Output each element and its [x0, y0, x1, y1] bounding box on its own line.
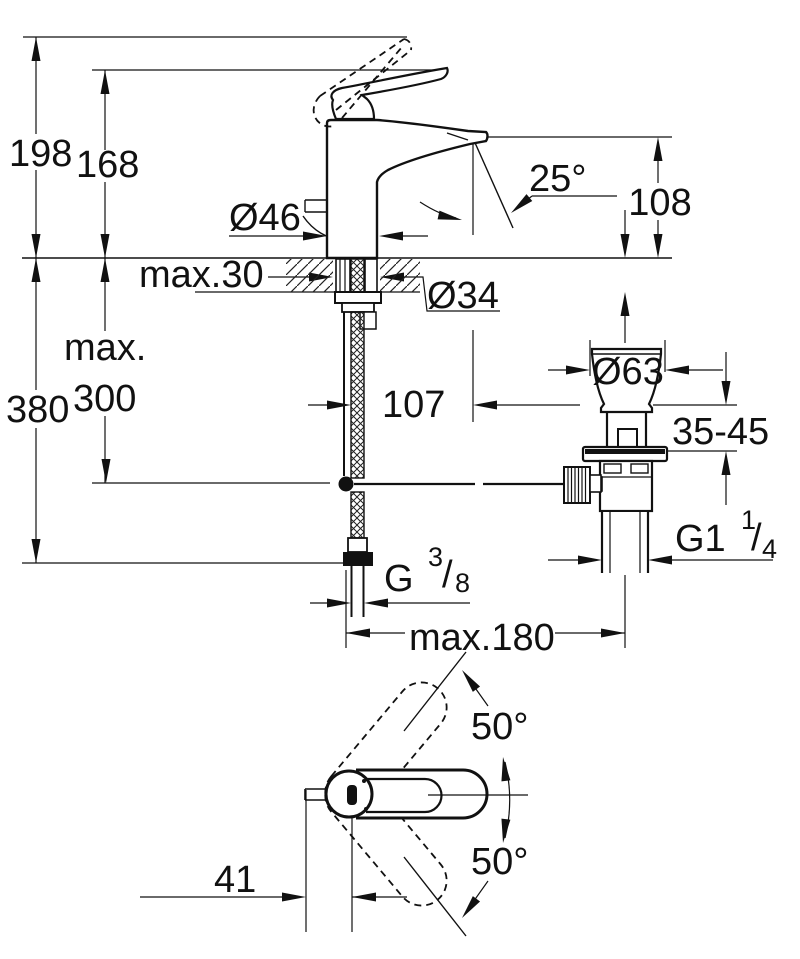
dim-swing-up: 50°: [471, 706, 528, 748]
faucet-body-outline: [325, 118, 489, 260]
supply-thread-main: G: [384, 558, 414, 600]
supply-thread-sub: 8: [455, 568, 470, 598]
dim-spout-angle: 25°: [529, 158, 586, 200]
supply-thread-slash: /: [442, 554, 453, 596]
counter-section: [286, 259, 420, 292]
waste-valve-assembly: [338, 347, 669, 573]
waste-trumpet: [590, 347, 663, 414]
dim-waste-clamp-range: 35-45: [672, 411, 769, 453]
dim-spout-height: 108: [628, 182, 691, 224]
dim-handle-offset: 41: [214, 859, 256, 901]
spout-tip-line: [446, 132, 469, 141]
dim-swing-down: 50°: [471, 841, 528, 883]
popup-knob: [302, 199, 346, 242]
handle-top-view: [304, 651, 528, 937]
dim-hose-max-value: 300: [73, 378, 136, 420]
dim-spout-reach: 107: [382, 384, 445, 426]
swing-ray-down: [403, 856, 467, 937]
handle-capsule: [356, 768, 489, 820]
dim-hose-max-word: max.: [64, 327, 146, 369]
handle-stub: [304, 788, 326, 801]
rod-ball-joint: [338, 476, 354, 492]
dim-overall-height: 198: [9, 133, 72, 175]
faucet-side-view: [302, 38, 489, 260]
dim-counter-thickness: max.30: [139, 254, 264, 296]
hose-nut: [343, 552, 373, 566]
waste-thread-main: G1: [675, 518, 726, 560]
handle-pivot-circle: [324, 769, 374, 819]
dim-center-distance: max.180: [409, 617, 555, 659]
dimension-labels: 198 168 Ø46 max.30 Ø34 max. 300 380 107 …: [6, 133, 777, 901]
braided-hose-upper: [350, 258, 365, 293]
dim-waste-thread: G1 1 / 4: [675, 505, 777, 564]
dim-lever-height: 168: [76, 144, 139, 186]
mounting-nut: [334, 291, 382, 304]
lever-solid: [330, 66, 449, 121]
waste-thread-slash: /: [751, 517, 762, 559]
braided-hose-lower: [350, 491, 365, 539]
handle-pin: [347, 785, 357, 805]
waste-thread-sup: 1: [741, 505, 756, 535]
dim-base-diameter: Ø46: [229, 197, 301, 239]
braided-hose-mid: [350, 311, 365, 479]
dim-hole-diameter: Ø34: [427, 275, 499, 317]
hose-thread-tube: [350, 566, 365, 617]
dim-total-below: 380: [6, 389, 69, 431]
waste-tailpipe: [600, 511, 650, 573]
supply-hose-assembly: [334, 258, 382, 617]
supply-thread-sup: 3: [428, 542, 443, 572]
lever-raised-dashed: [312, 38, 413, 128]
waste-thread-sub: 4: [762, 534, 777, 564]
dim-waste-flange-diameter: Ø63: [592, 351, 664, 393]
swing-ray-up: [403, 651, 467, 732]
dim-supply-thread: G 3 / 8: [384, 542, 470, 600]
